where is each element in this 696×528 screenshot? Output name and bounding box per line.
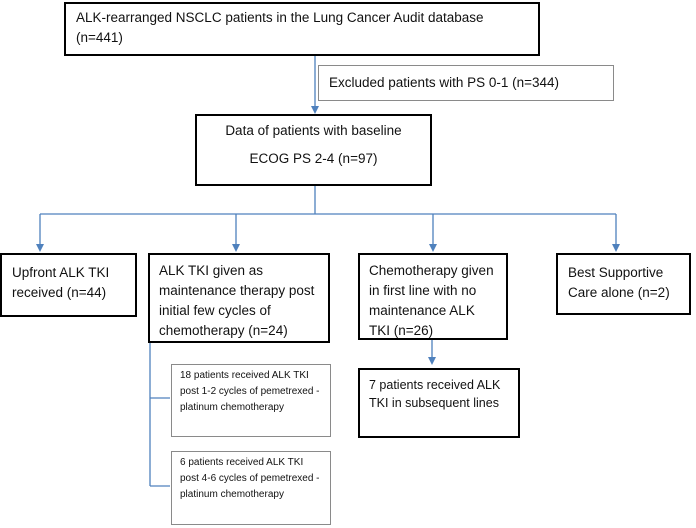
upfront-box: Upfront ALK TKI received (n=44) — [0, 253, 137, 317]
sub-box-cycles-4-6: 6 patients received ALK TKI post 4-6 cyc… — [171, 451, 331, 525]
bsc-box: Best Supportive Care alone (n=2) — [556, 253, 691, 315]
excluded-box: Excluded patients with PS 0-1 (n=344) — [318, 65, 614, 101]
maintenance-box: ALK TKI given as maintenance therapy pos… — [148, 253, 330, 343]
sub-box-cycles-1-2-text: 18 patients received ALK TKI post 1-2 cy… — [180, 370, 320, 413]
sub-box-cycles-4-6-text: 6 patients received ALK TKI post 4-6 cyc… — [180, 457, 320, 500]
chemo-box: Chemotherapy given in first line with no… — [358, 253, 508, 340]
sub-box-cycles-1-2: 18 patients received ALK TKI post 1-2 cy… — [171, 364, 331, 437]
baseline-line1: Data of patients with baseline — [225, 123, 402, 138]
maintenance-text: ALK TKI given as maintenance therapy pos… — [159, 263, 315, 338]
top-box-text: ALK-rearranged NSCLC patients in the Lun… — [76, 10, 484, 45]
chemo-text: Chemotherapy given in first line with no… — [369, 263, 494, 338]
top-box: ALK-rearranged NSCLC patients in the Lun… — [64, 2, 540, 56]
baseline-line2: ECOG PS 2-4 (n=97) — [249, 151, 378, 166]
excluded-text: Excluded patients with PS 0-1 (n=344) — [329, 75, 560, 90]
bsc-text: Best Supportive Care alone (n=2) — [568, 265, 670, 300]
subsequent-box: 7 patients received ALK TKI in subsequen… — [358, 368, 520, 438]
baseline-box: Data of patients with baseline ECOG PS 2… — [195, 114, 432, 186]
upfront-text: Upfront ALK TKI received (n=44) — [12, 265, 110, 300]
subsequent-text: 7 patients received ALK TKI in subsequen… — [369, 378, 501, 410]
